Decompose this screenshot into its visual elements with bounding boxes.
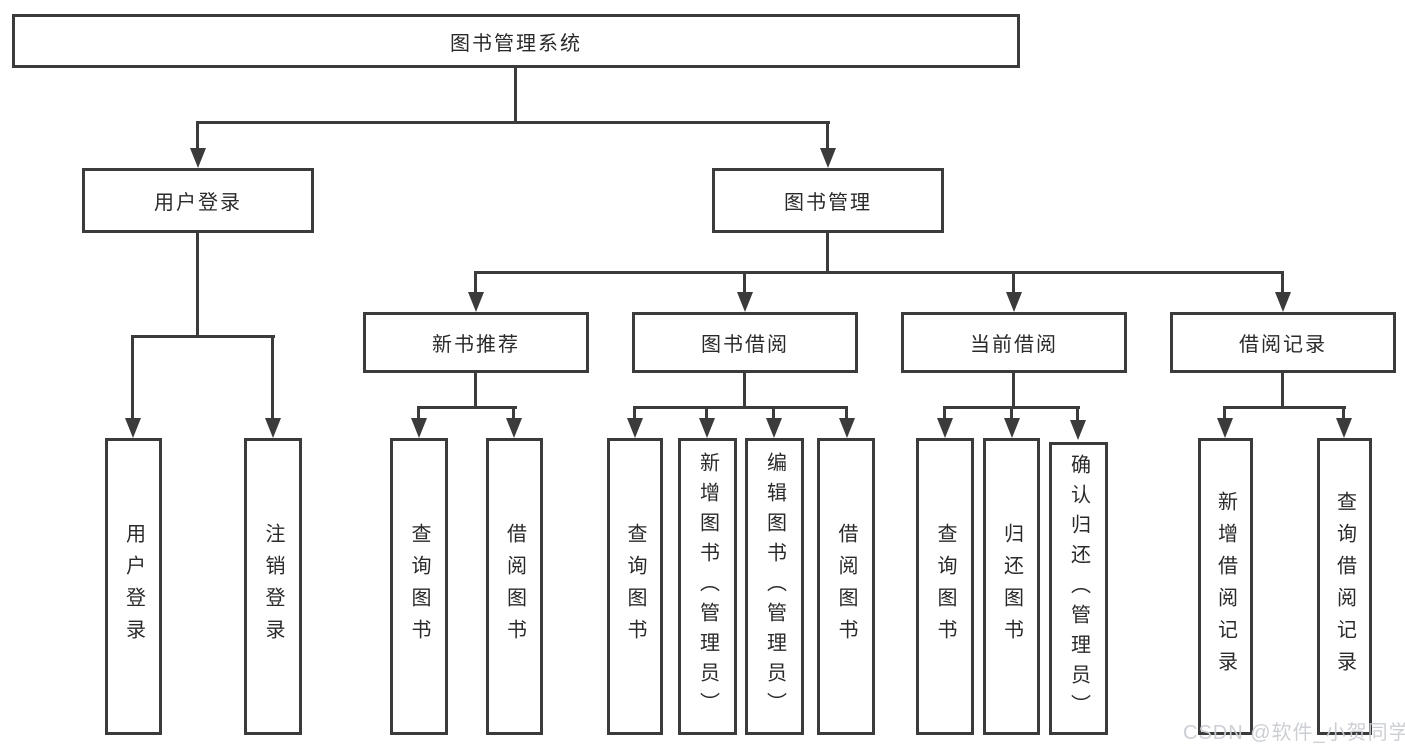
connector-drop-user-login (196, 121, 199, 152)
connector-drop-l4 (845, 406, 848, 422)
connector-book-management-stem (826, 232, 829, 274)
node-borrow-records: 借阅记录 (1170, 312, 1396, 373)
node-book-borrow: 图书借阅 (632, 312, 858, 373)
connector-drop-l4 (1010, 406, 1013, 422)
node-library-system: 图书管理系统 (12, 14, 1020, 68)
connector-new-book-bar (417, 406, 517, 409)
leaf-add-book-admin: 新增图书（管理员） (678, 438, 737, 735)
connector-new-book-stem (474, 372, 477, 408)
node-label: 借阅图书 (503, 522, 526, 651)
connector-drop-l4 (705, 406, 708, 422)
arrowhead-new-book (468, 292, 484, 312)
node-current-borrow: 当前借阅 (901, 312, 1127, 373)
connector-current-borrow-stem (1012, 372, 1015, 408)
leaf-edit-book-admin: 编辑图书（管理员） (745, 438, 804, 735)
connector-drop-l4 (1223, 406, 1226, 422)
arrowhead-book-management (820, 148, 836, 168)
node-label: 借阅记录 (1239, 334, 1327, 356)
arrowhead-user-login (190, 148, 206, 168)
connector-drop-l4 (772, 406, 775, 422)
connector-drop-l4 (1342, 406, 1345, 422)
node-label: 查询图书 (624, 522, 646, 651)
node-label: 查询图书 (934, 522, 956, 651)
arrowhead-borrow-records (1275, 292, 1291, 312)
connector-user-login-stem (196, 232, 199, 337)
arrowhead-borrow-books-1 (506, 418, 522, 438)
leaf-borrow-books-1: 借阅图书 (486, 438, 543, 735)
leaf-logout: 注销登录 (244, 438, 302, 735)
connector-drop-l4 (1076, 406, 1079, 422)
connector-borrow-records-stem (1281, 372, 1284, 408)
node-user-login: 用户登录 (82, 168, 314, 233)
node-label: 查询图书 (408, 522, 430, 651)
node-label: 归还图书 (1000, 522, 1023, 651)
arrowhead-query-books-2 (627, 418, 643, 438)
node-label: 借阅图书 (835, 522, 857, 651)
csdn-watermark: CSDN @软件_小贺同学 (1183, 722, 1405, 744)
arrowhead-borrow-books-2 (839, 418, 855, 438)
node-label: 注销登录 (262, 522, 284, 651)
leaf-borrow-books-2: 借阅图书 (817, 438, 875, 735)
leaf-confirm-return-admin: 确认归还（管理员） (1049, 442, 1108, 735)
connector-drop-l4 (633, 406, 636, 422)
connector-drop-login-leaf (131, 335, 134, 421)
leaf-return-books: 归还图书 (983, 438, 1040, 735)
arrowhead-add-record (1217, 418, 1233, 438)
node-label: 当前借阅 (970, 334, 1058, 356)
node-label: 确认归还（管理员） (1067, 453, 1090, 724)
connector-l3-bar (474, 271, 1284, 274)
node-new-book-recommend: 新书推荐 (363, 312, 589, 373)
node-label: 图书管理 (784, 192, 872, 214)
connector-drop-book-borrow (743, 271, 746, 295)
arrowhead-login-leaf (125, 418, 141, 438)
node-label: 新增借阅记录 (1214, 490, 1237, 683)
connector-drop-l4 (943, 406, 946, 422)
leaf-query-books-2: 查询图书 (607, 438, 663, 735)
leaf-query-borrow-record: 查询借阅记录 (1317, 438, 1372, 735)
arrowhead-query-record (1336, 418, 1352, 438)
arrowhead-confirm-return (1070, 420, 1086, 440)
leaf-query-books-3: 查询图书 (916, 438, 974, 735)
node-label: 查询借阅记录 (1333, 490, 1356, 683)
arrowhead-return-books (1004, 418, 1020, 438)
connector-l2-bar (196, 121, 830, 124)
arrowhead-query-books-1 (411, 418, 427, 438)
connector-drop-logout-leaf (271, 335, 274, 421)
arrowhead-logout-leaf (265, 418, 281, 438)
connector-user-login-bar (131, 335, 275, 338)
node-book-management: 图书管理 (712, 168, 944, 233)
arrowhead-edit-book (766, 418, 782, 438)
node-label: 用户登录 (154, 192, 242, 214)
connector-root-stem (514, 67, 517, 123)
connector-drop-book-management (826, 121, 829, 152)
leaf-user-login: 用户登录 (105, 438, 162, 735)
connector-drop-new-book (474, 271, 477, 295)
connector-drop-l4 (512, 406, 515, 422)
connector-borrow-records-bar (1223, 406, 1346, 409)
connector-book-borrow-stem (743, 372, 746, 408)
leaf-query-books-1: 查询图书 (390, 438, 448, 735)
arrowhead-book-borrow (737, 292, 753, 312)
node-label: 编辑图书（管理员） (763, 451, 786, 722)
node-label: 图书管理系统 (450, 32, 582, 55)
connector-drop-borrow-records (1281, 271, 1284, 295)
node-label: 新书推荐 (432, 334, 520, 356)
node-label: 图书借阅 (701, 334, 789, 356)
connector-book-borrow-bar (633, 406, 848, 409)
connector-drop-l4 (417, 406, 420, 422)
arrowhead-query-books-3 (937, 418, 953, 438)
node-label: 用户登录 (122, 522, 145, 651)
arrowhead-add-book (699, 418, 715, 438)
node-label: 新增图书（管理员） (696, 451, 719, 722)
leaf-add-borrow-record: 新增借阅记录 (1198, 438, 1253, 735)
arrowhead-current-borrow (1006, 292, 1022, 312)
connector-drop-current-borrow (1012, 271, 1015, 295)
